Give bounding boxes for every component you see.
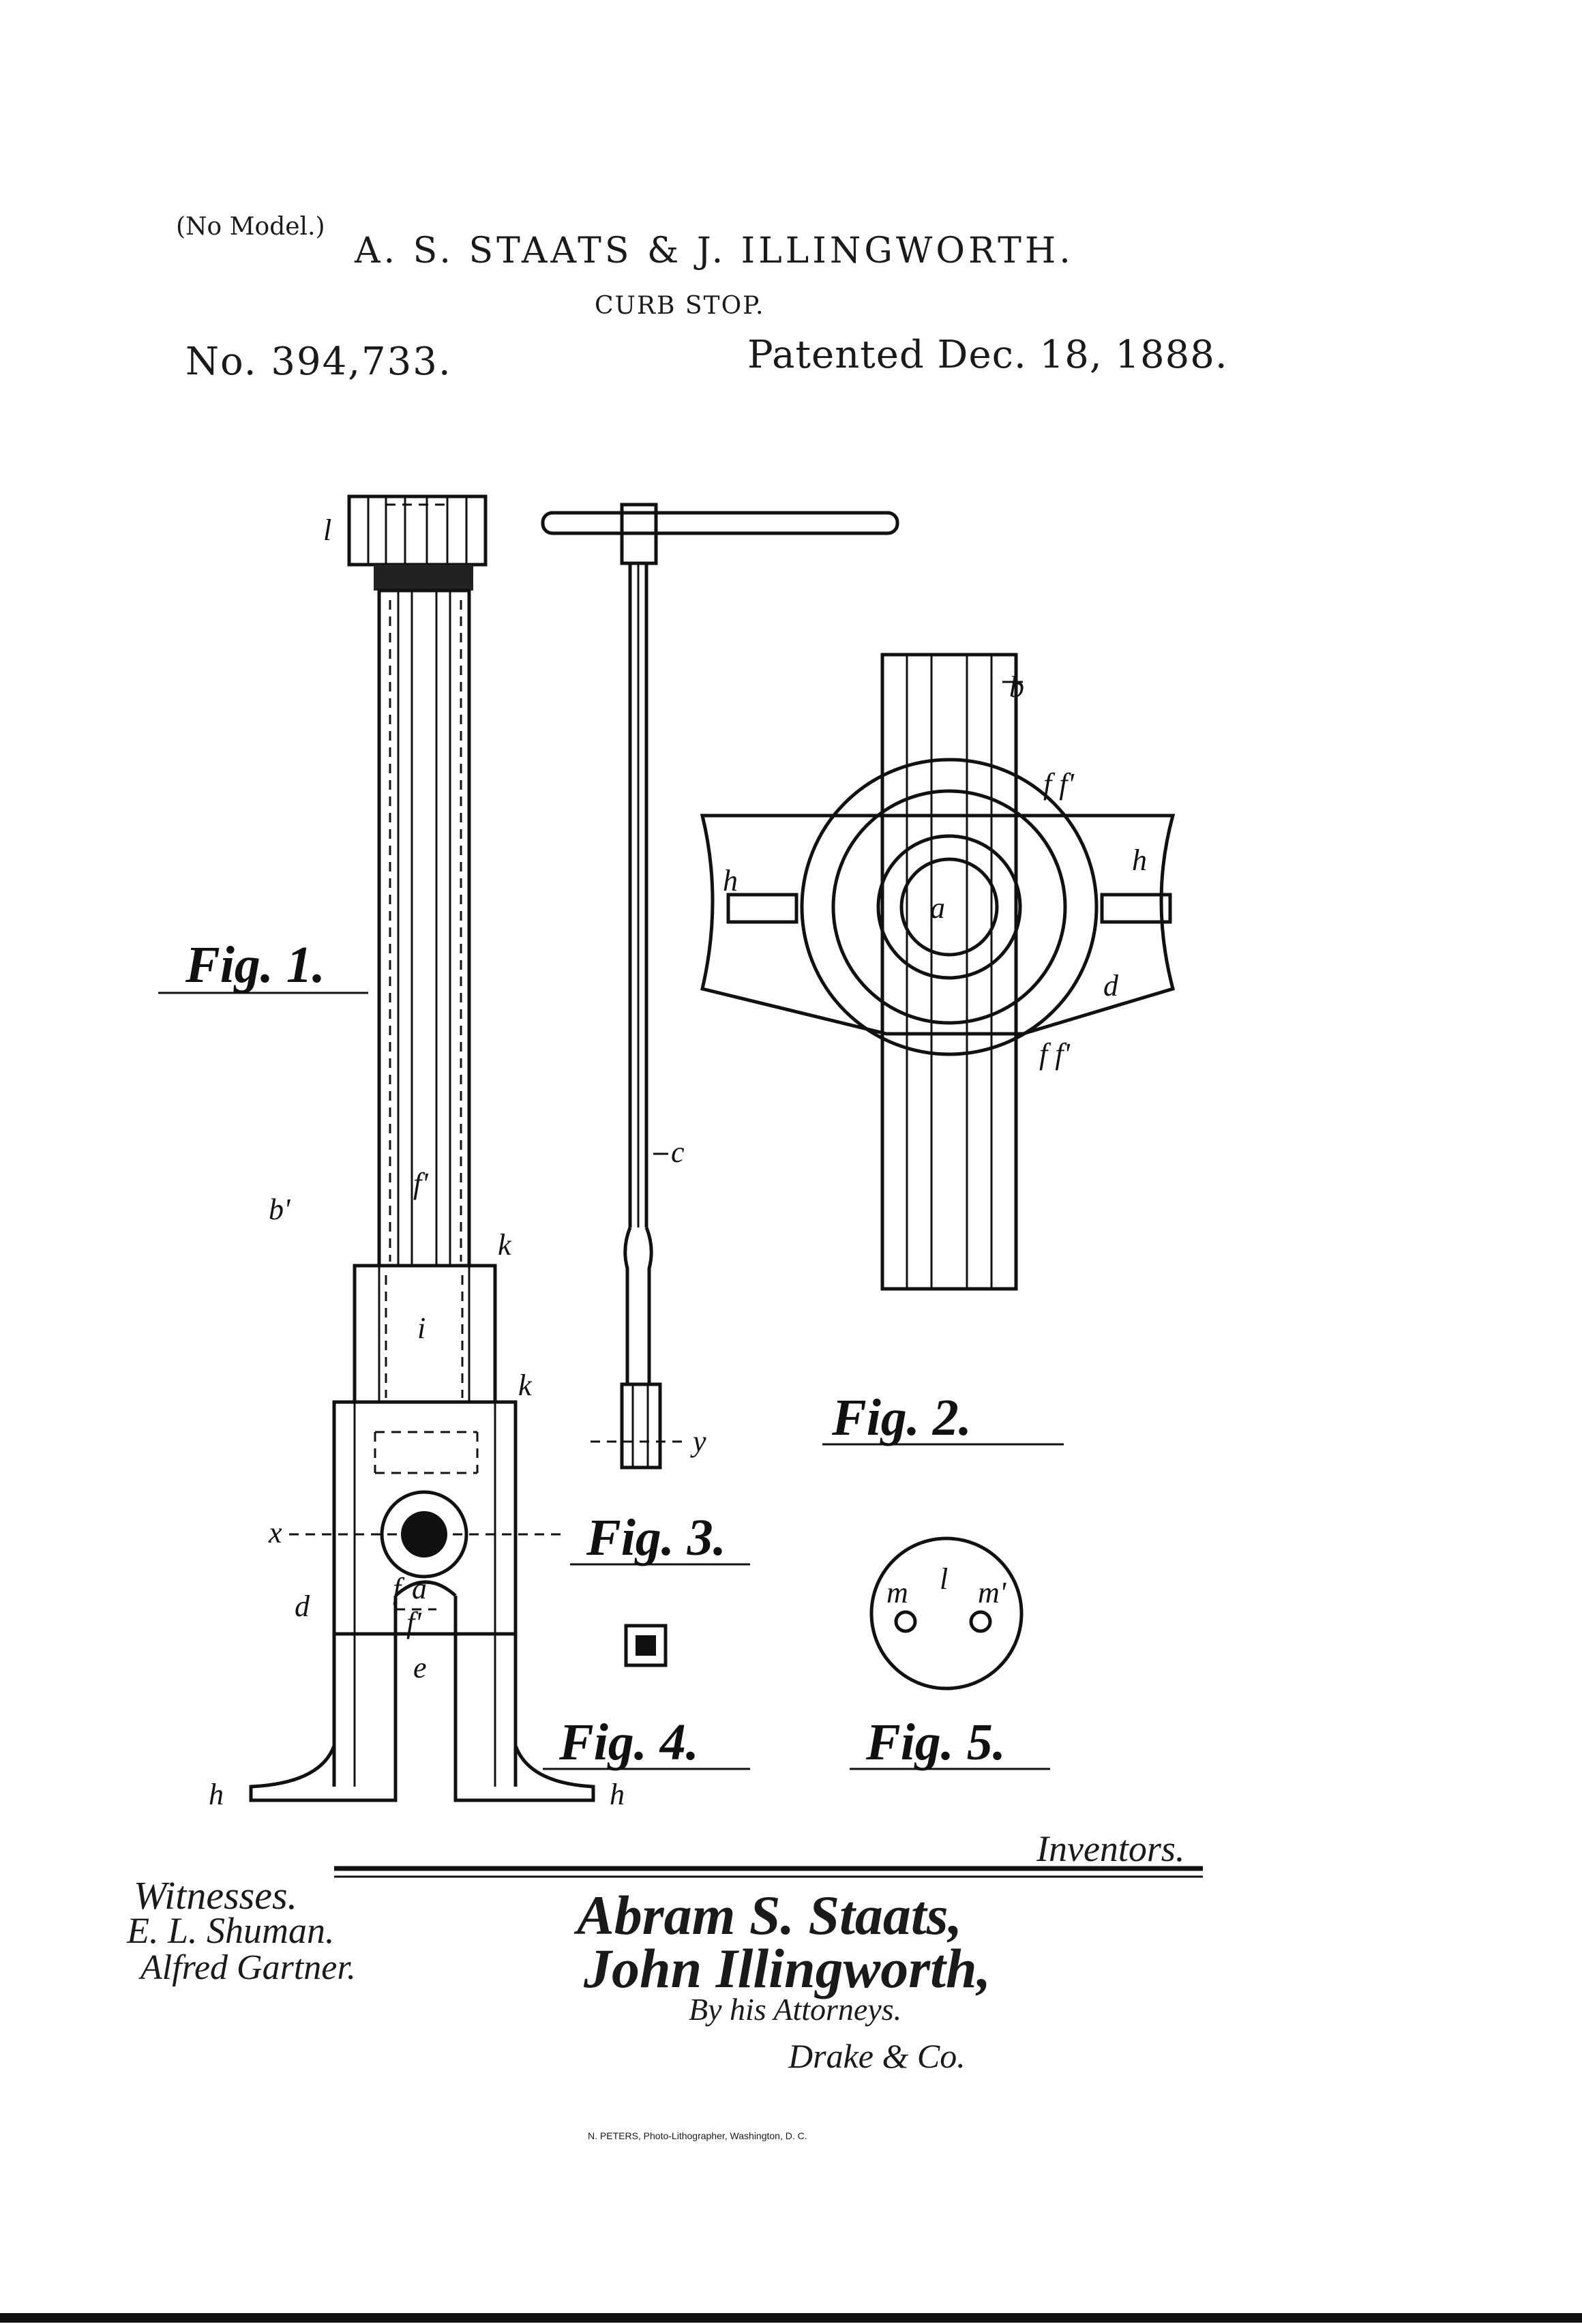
label-f-f-prime-top: f f' [1043, 767, 1075, 801]
fig2-inner-shell [833, 791, 1065, 1023]
fig2-label: Fig. 2. [831, 1389, 972, 1446]
label-f-prime: f' [413, 1167, 429, 1200]
label-f-prime-fig1: f' [406, 1606, 422, 1639]
fig1-cap [349, 496, 486, 565]
label-a-fig2: a [930, 891, 945, 925]
fig2-plate [702, 816, 1173, 1034]
label-k-lower: k [518, 1369, 533, 1402]
witness-1-signature: E. L. Shuman. [127, 1909, 335, 1952]
fig5-label: Fig. 5. [865, 1714, 1006, 1771]
fig2-ball [878, 836, 1020, 978]
key-handle [543, 513, 897, 533]
fig1-tube [379, 591, 469, 1266]
fig2-lug-left [728, 895, 796, 922]
label-i: i [417, 1311, 426, 1345]
label-h-left: h [209, 1778, 224, 1811]
fig5-hole-m [896, 1612, 915, 1631]
label-f-f-prime-bottom: f f' [1039, 1037, 1071, 1071]
label-a-fig1: a [412, 1572, 427, 1605]
label-k-upper: k [498, 1228, 512, 1262]
inventors-label: Inventors. [1036, 1828, 1184, 1870]
by-attorneys: By his Attorneys. [689, 1991, 901, 2027]
label-c: c [671, 1135, 685, 1169]
bottom-border [0, 2313, 1582, 2323]
key-end [622, 1384, 660, 1468]
label-h-fig2-right: h [1132, 844, 1147, 877]
fig2-bore [901, 859, 997, 955]
printer-credit: N. PETERS, Photo-Lithographer, Washingto… [588, 2130, 807, 2141]
label-b: b [1009, 670, 1024, 704]
witness-2-signature: Alfred Gartner. [140, 1948, 356, 1988]
label-l-fig5: l [940, 1562, 948, 1596]
label-b-prime: b' [269, 1193, 291, 1226]
label-d-fig2: d [1103, 969, 1119, 1002]
label-y: y [690, 1425, 706, 1458]
label-l: l [323, 513, 331, 547]
label-e: e [413, 1651, 427, 1684]
fig5-hole-m-prime [971, 1612, 990, 1631]
label-x: x [268, 1516, 282, 1549]
fig2-pipe [882, 655, 1016, 1289]
fig2-drawing [702, 655, 1173, 1289]
label-h-right: h [610, 1778, 625, 1811]
key-rod-drawing [543, 505, 897, 1468]
fig2-outer-shell [802, 760, 1096, 1054]
fig5-disc [871, 1538, 1021, 1688]
fig1-threads [374, 565, 473, 591]
fig4-label: Fig. 4. [558, 1714, 699, 1771]
attorney-signature: Drake & Co. [788, 2036, 966, 2076]
label-h-fig2-left: h [723, 864, 738, 897]
label-m: m [886, 1576, 908, 1609]
label-m-prime: m' [978, 1576, 1007, 1609]
label-d-fig1: d [295, 1590, 310, 1623]
fig3-label: Fig. 3. [586, 1509, 726, 1566]
fig1-label: Fig. 1. [185, 936, 325, 994]
